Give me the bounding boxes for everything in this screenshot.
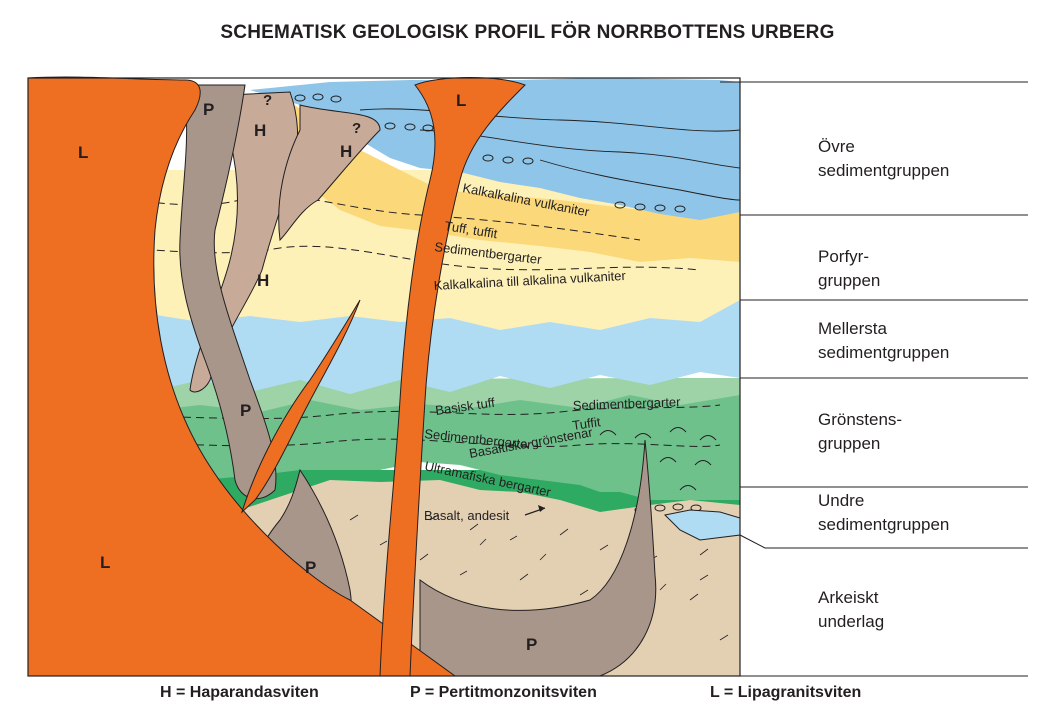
group-label-5b: sedimentgruppen: [818, 515, 949, 534]
letter-l-west: L: [78, 143, 88, 162]
group-labels: Övre sedimentgruppen Porfyr- gruppen Mel…: [818, 137, 949, 631]
group-label-6b: underlag: [818, 612, 884, 631]
letter-h-3: H: [257, 271, 269, 290]
letter-h-2: H: [340, 142, 352, 161]
question-mark-1: ?: [263, 92, 272, 109]
group-label-1b: sedimentgruppen: [818, 161, 949, 180]
group-label-6a: Arkeiskt: [818, 588, 879, 607]
group-label-4a: Grönstens-: [818, 410, 902, 429]
group-label-2b: gruppen: [818, 271, 880, 290]
group-label-4b: gruppen: [818, 434, 880, 453]
letter-p-east: P: [526, 635, 537, 654]
group-label-3a: Mellersta: [818, 319, 888, 338]
question-mark-2: ?: [352, 120, 361, 137]
letter-h-1: H: [254, 121, 266, 140]
letter-l-dike: L: [456, 91, 466, 110]
legend-lina: L = Lipagranitsviten: [710, 684, 861, 702]
letter-p-middle: P: [240, 401, 251, 420]
legend-perthite: P = Pertitmonzonitsviten: [410, 684, 597, 702]
label-basalt-andesit: Basalt, andesit: [424, 508, 510, 523]
group-label-5a: Undre: [818, 491, 864, 510]
group-label-3b: sedimentgruppen: [818, 343, 949, 362]
letter-p-south: P: [305, 558, 316, 577]
letter-l-south: L: [100, 553, 110, 572]
group-label-2a: Porfyr-: [818, 247, 869, 266]
letter-p-north: P: [203, 100, 214, 119]
legend-haparanda: H = Haparandasviten: [160, 684, 319, 702]
group-label-1a: Övre: [818, 137, 855, 156]
